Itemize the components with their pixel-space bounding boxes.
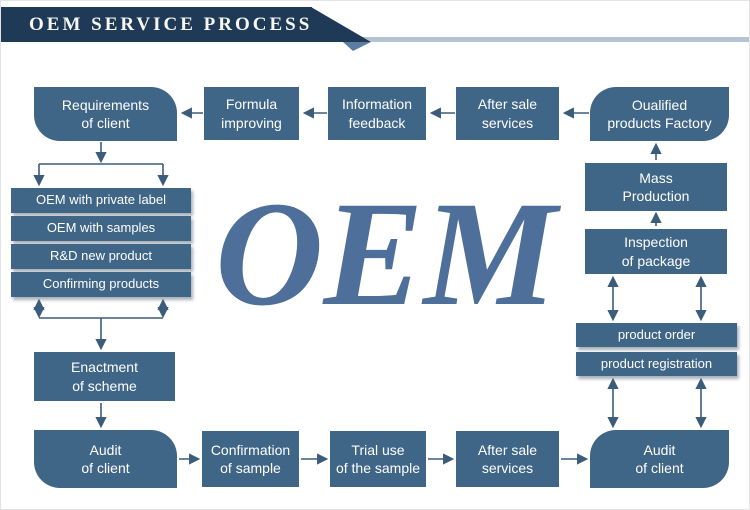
box-trial-use-of-the-sample: Trial use of the sample [330,431,426,487]
option-rd-new-product: R&D new product [11,244,191,269]
box-audit-of-client-right: Audit of client [590,430,729,488]
box-enactment-of-scheme: Enactment of scheme [34,352,175,401]
box-mass-production: Mass Production [585,163,727,211]
box-information-feedback: Information feedback [328,87,426,140]
option-oem-with-private-label: OEM with private label [11,188,191,213]
box-after-sale-services-bottom: After sale services [456,431,559,487]
page-title: OEM SERVICE PROCESS [29,13,313,35]
option-oem-with-samples: OEM with samples [11,216,191,241]
box-confirmation-of-sample: Confirmation of sample [202,431,299,487]
box-requirements-of-client: Requirements of client [34,87,177,141]
header-ribbon-line [311,37,749,42]
bar-product-registration: product registration [576,352,737,376]
option-confirming-products: Confirming products [11,272,191,297]
header-ribbon-wedge [311,7,371,51]
box-inspection-of-package: Inspection of package [585,229,727,274]
box-formula-improving: Formula improving [204,87,299,140]
header-bar: OEM SERVICE PROCESS [1,7,312,42]
bar-product-order: product order [576,323,737,347]
box-audit-of-client-left: Audit of client [34,430,177,488]
box-qualified-products-factory: Oualified products Factory [590,87,729,141]
box-after-sale-services-top: After sale services [456,87,559,140]
watermark-oem: OEM [215,171,557,337]
